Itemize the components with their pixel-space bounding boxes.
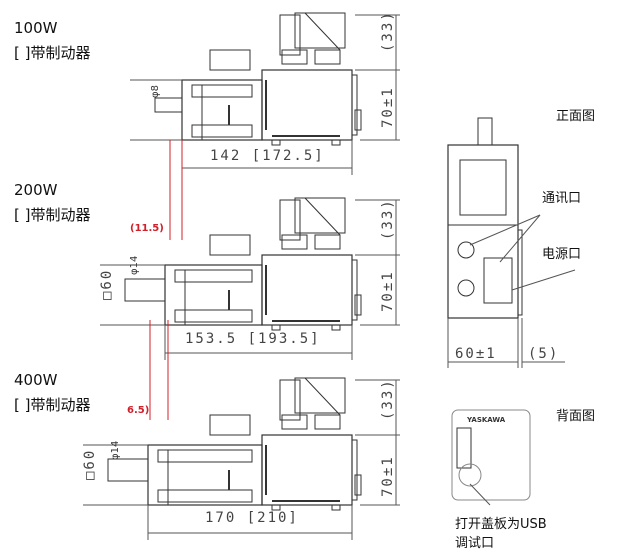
motor-fin — [174, 309, 253, 323]
driver-body — [261, 69, 353, 141]
usb-note-line2: 调试口 — [455, 536, 494, 551]
motor-fin — [157, 449, 253, 463]
connector-edge — [304, 197, 341, 236]
foot — [271, 504, 281, 511]
connector-nut — [281, 234, 308, 250]
model-200w-label: 200W — [14, 181, 58, 199]
comm-port-icon — [457, 241, 475, 259]
connector — [279, 14, 301, 56]
back-view-title: 背面图 — [556, 409, 595, 424]
back-plate — [451, 409, 531, 501]
front-shaft — [477, 117, 493, 146]
connector-housing — [294, 197, 346, 234]
height-dim-100w: 70±1 — [380, 86, 396, 128]
connector-nut — [314, 234, 341, 250]
comm-leader — [499, 214, 541, 263]
shaft-dia-200w: φ14 — [129, 256, 140, 275]
length-dim-400w: 170 [210] — [205, 510, 299, 526]
connector-housing — [294, 12, 346, 49]
flange-400w: □60 — [82, 449, 98, 480]
foot — [331, 324, 341, 331]
brand-logo: YASKAWA — [466, 416, 506, 424]
front-view-title: 正面图 — [556, 109, 595, 124]
height-dim-200w: 70±1 — [380, 270, 396, 312]
motor-brake-box — [209, 234, 251, 256]
top-dim-200w: (33) — [380, 198, 396, 240]
model-100w-brake-note: [ ]带制动器 — [14, 44, 90, 62]
motor-fin — [157, 489, 253, 503]
connector-edge — [304, 377, 341, 416]
front-flange — [459, 159, 507, 216]
usb-note-line1: 打开盖板为USB — [455, 517, 547, 532]
power-leader — [511, 269, 576, 291]
driver-rear-cover — [351, 439, 358, 501]
driver-usb-cover — [354, 474, 362, 496]
motor-body — [147, 444, 263, 506]
model-400w-brake-note: [ ]带制动器 — [14, 396, 90, 414]
model-100w-label: 100W — [14, 19, 58, 37]
motor-shaft — [124, 278, 166, 302]
height-dim-400w: 70±1 — [380, 455, 396, 497]
usb-cover-icon — [458, 463, 482, 487]
connector-nut — [314, 414, 341, 430]
connector-nut — [281, 414, 308, 430]
motor-shaft — [107, 458, 149, 482]
foot — [271, 324, 281, 331]
driver-usb-cover — [354, 109, 362, 131]
top-dim-100w: (33) — [380, 10, 396, 52]
motor-body — [164, 264, 263, 326]
connector-housing — [294, 377, 346, 414]
power-port-icon — [483, 257, 513, 304]
front-side-cover — [517, 229, 523, 316]
driver-rear-cover — [351, 259, 358, 321]
connector — [279, 379, 301, 421]
top-dim-400w: (33) — [380, 378, 396, 420]
comm-leader — [469, 214, 541, 246]
usb-leader — [469, 483, 491, 506]
connector-nut — [281, 49, 308, 65]
model-400w-label: 400W — [14, 371, 58, 389]
power-port-label: 电源口 — [542, 247, 581, 262]
foot — [331, 504, 341, 511]
connector — [279, 199, 301, 241]
driver-usb-cover — [354, 294, 362, 316]
driver-rear-cover — [351, 74, 358, 136]
shaft-dia-100w: φ8 — [150, 85, 161, 98]
comm-port-label: 通讯口 — [542, 191, 581, 206]
connector-nut — [314, 49, 341, 65]
offset-note-200w: (11.5) — [130, 223, 164, 234]
motor-fin — [191, 84, 253, 98]
length-dim-200w: 153.5 [193.5] — [185, 331, 321, 347]
comm-port-icon — [457, 279, 475, 297]
driver-body — [261, 254, 353, 326]
foot — [331, 139, 341, 146]
motor-fin — [191, 124, 253, 138]
flange-200w: □60 — [99, 269, 115, 300]
front-width-dim: 60±1 — [455, 346, 497, 362]
offset-note-400w: 6.5) — [127, 405, 149, 416]
connector-edge — [304, 12, 341, 51]
foot — [271, 139, 281, 146]
status-leds — [456, 427, 472, 469]
motor-brake-box — [209, 49, 251, 71]
motor-body — [181, 79, 263, 141]
length-dim-100w: 142 [172.5] — [210, 148, 325, 164]
motor-shaft — [154, 97, 183, 113]
driver-body — [261, 434, 353, 506]
motor-brake-box — [209, 414, 251, 436]
front-body — [447, 144, 519, 319]
drawing-geometry — [83, 12, 576, 540]
motor-fin — [174, 269, 253, 283]
shaft-dia-400w: φ14 — [110, 441, 121, 460]
front-side-dim: (5) — [528, 346, 559, 362]
model-200w-brake-note: [ ]带制动器 — [14, 206, 90, 224]
